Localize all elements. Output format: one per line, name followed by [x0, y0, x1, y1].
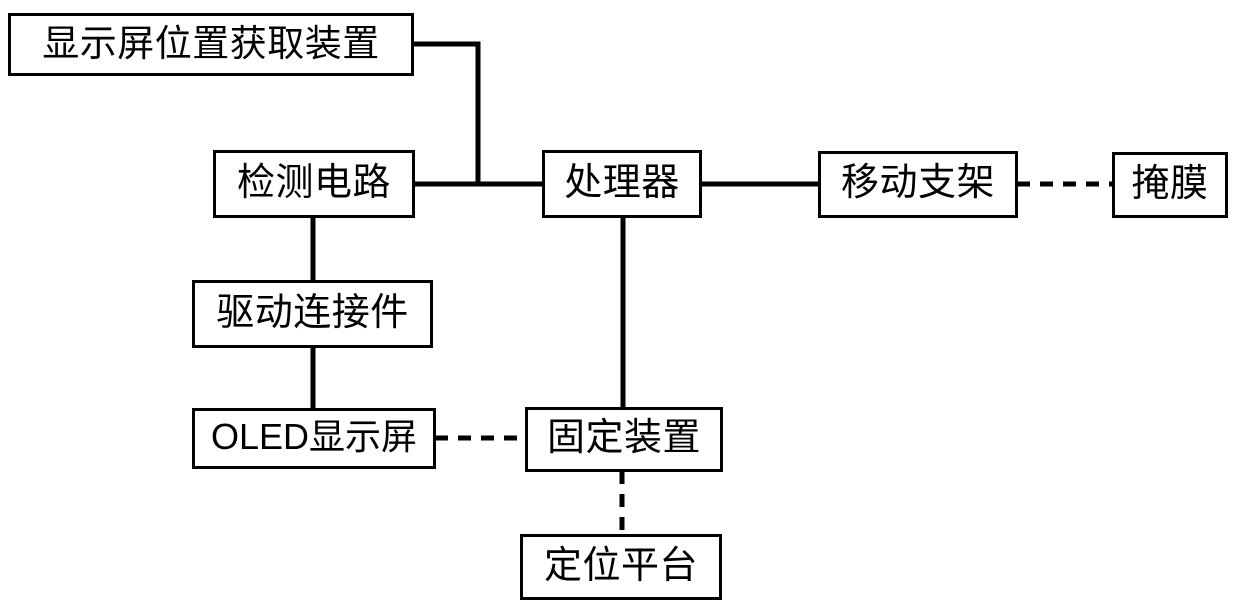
node-label: 定位平台	[543, 544, 698, 587]
node-label: 移动支架	[840, 162, 995, 204]
node-oled-display-panel[interactable]: OLED显示屏	[192, 408, 436, 469]
node-label: 固定装置	[546, 417, 701, 459]
node-label: 掩膜	[1131, 162, 1209, 205]
node-mask[interactable]: 掩膜	[1112, 152, 1228, 218]
node-processor[interactable]: 处理器	[542, 150, 702, 218]
node-moving-bracket[interactable]: 移动支架	[818, 151, 1018, 218]
node-label: OLED显示屏	[210, 416, 418, 457]
node-label: 处理器	[564, 161, 680, 204]
node-positioning-platform[interactable]: 定位平台	[520, 534, 722, 600]
node-display-position-acquisition-device[interactable]: 显示屏位置获取装置	[8, 13, 414, 76]
node-drive-connector[interactable]: 驱动连接件	[192, 280, 433, 348]
node-label: 显示屏位置获取装置	[42, 22, 380, 64]
node-label: 检测电路	[236, 161, 391, 204]
connector-display-position-acq-to-processor	[414, 41, 481, 184]
node-label: 驱动连接件	[216, 291, 409, 334]
node-detection-circuit[interactable]: 检测电路	[213, 150, 415, 218]
node-fixing-device[interactable]: 固定装置	[525, 407, 723, 472]
